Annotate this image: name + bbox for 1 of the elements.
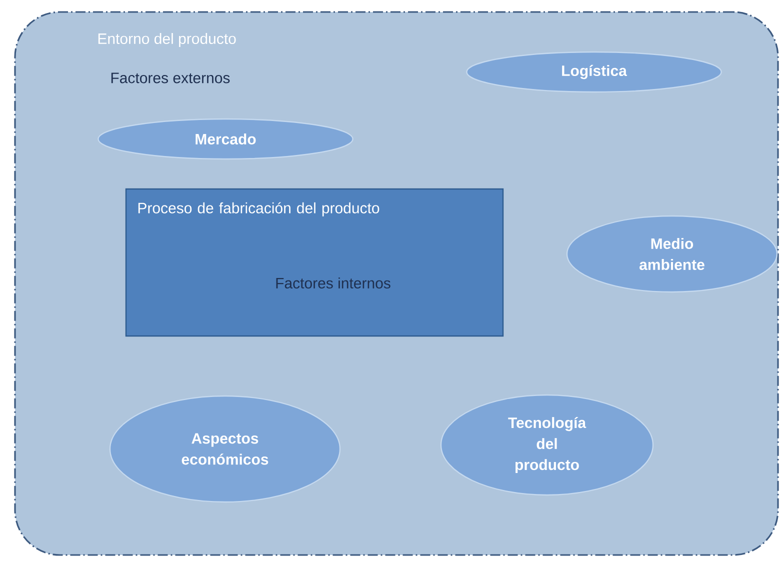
process-box: Proceso de fabricación del producto Factores internos — [125, 188, 504, 337]
